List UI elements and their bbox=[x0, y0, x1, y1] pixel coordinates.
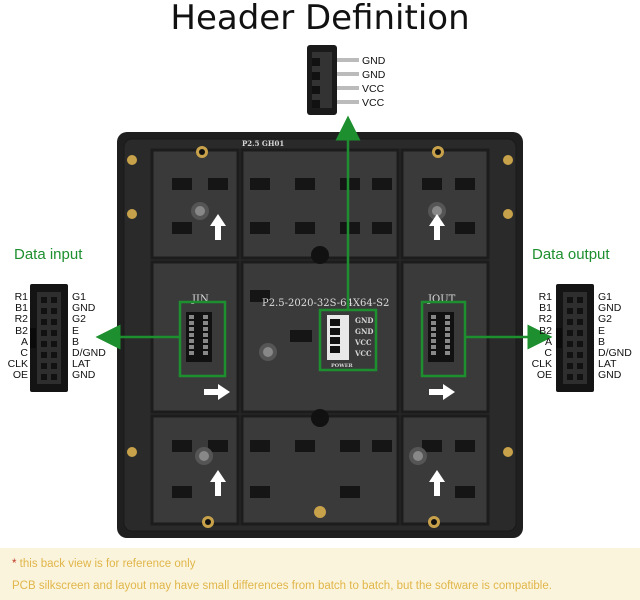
note-line-1: * this back view is for reference only bbox=[12, 558, 195, 570]
output-pin-gnd-2: GND bbox=[598, 369, 622, 382]
power-pin-1: GND bbox=[362, 55, 386, 67]
power-silk-pin-3: VCC bbox=[354, 338, 372, 347]
output-pin-a: A bbox=[544, 335, 552, 348]
output-pin-g2: G2 bbox=[598, 313, 613, 326]
output-pin-d-gnd: D/GND bbox=[598, 347, 632, 360]
input-pin-r1: R1 bbox=[14, 291, 28, 303]
output-pin-b: B bbox=[598, 335, 606, 348]
jin-highlight bbox=[178, 300, 227, 378]
jout-highlight bbox=[420, 300, 467, 378]
output-pin-gnd-1: GND bbox=[598, 302, 622, 315]
power-pin-3: VCC bbox=[362, 83, 385, 95]
jin-header bbox=[186, 312, 212, 362]
jin-silk: JIN bbox=[191, 294, 209, 305]
power-silk-pin-2: GND bbox=[355, 327, 373, 336]
page-title: Header Definition bbox=[170, 0, 470, 38]
model-silk: P2.5-2020-32S-64X64-S2 bbox=[262, 298, 389, 309]
note-box: * this back view is for reference only P… bbox=[0, 548, 640, 600]
power-silk-pin-1: GND bbox=[355, 316, 373, 325]
power-silk-label: POWER bbox=[331, 363, 354, 369]
power-silk-pin-4: VCC bbox=[354, 349, 372, 358]
input-pin-g2: G2 bbox=[72, 313, 87, 326]
output-pin-c: C bbox=[544, 347, 552, 360]
output-pin-clk: CLK bbox=[531, 358, 552, 371]
input-pin-e: E bbox=[72, 324, 80, 337]
data-input-right-pins: G1 GND G2 E B D/GND LAT GND bbox=[72, 291, 106, 382]
output-pin-oe: OE bbox=[536, 369, 552, 382]
power-header-connector bbox=[307, 45, 359, 115]
diagram-canvas: P2.5 GH01 P2.5-2020-32S-64X64-S2 JIN JOU… bbox=[30, 45, 594, 538]
data-output-right-pins: G1 GND G2 E B D/GND LAT GND bbox=[598, 291, 632, 382]
input-pin-a: A bbox=[20, 335, 28, 348]
input-pin-gnd-2: GND bbox=[72, 369, 96, 382]
output-pin-g1: G1 bbox=[598, 291, 613, 303]
power-pin-2: GND bbox=[362, 69, 386, 81]
top-silk: P2.5 GH01 bbox=[242, 139, 284, 148]
input-pin-b1: B1 bbox=[15, 302, 28, 315]
data-input-label: Data input bbox=[14, 246, 83, 263]
input-pin-g1: G1 bbox=[72, 291, 87, 303]
input-pin-d-gnd: D/GND bbox=[72, 347, 106, 360]
input-pin-r2: R2 bbox=[14, 313, 28, 326]
data-output-label: Data output bbox=[532, 246, 610, 263]
output-pin-lat: LAT bbox=[598, 358, 617, 371]
output-pin-r2: R2 bbox=[538, 313, 552, 326]
input-pin-b: B bbox=[72, 335, 80, 348]
data-input-left-pins: R1 B1 R2 B2 A C CLK OE bbox=[0, 291, 28, 382]
note-line-2: PCB silkscreen and layout may have small… bbox=[12, 580, 552, 592]
output-pin-b2: B2 bbox=[539, 324, 552, 337]
input-pin-gnd-1: GND bbox=[72, 302, 96, 315]
input-pin-clk: CLK bbox=[7, 358, 28, 371]
note-line-1-text: * this back view is for reference only bbox=[12, 558, 196, 570]
board-power-connector bbox=[327, 315, 349, 360]
jout-silk: JOUT bbox=[427, 294, 456, 305]
output-pin-b1: B1 bbox=[539, 302, 552, 315]
power-header-pins: GND GND VCC VCC bbox=[362, 54, 385, 110]
input-pin-c: C bbox=[20, 347, 28, 360]
power-pin-4: VCC bbox=[362, 97, 385, 109]
input-pin-lat: LAT bbox=[72, 358, 91, 371]
input-pin-oe: OE bbox=[12, 369, 28, 382]
input-pin-b2: B2 bbox=[15, 324, 28, 337]
data-output-left-pins: R1 B1 R2 B2 A C CLK OE bbox=[524, 291, 552, 382]
output-pin-e: E bbox=[598, 324, 606, 337]
jout-header bbox=[428, 312, 454, 362]
data-input-connector bbox=[30, 284, 68, 392]
data-output-connector bbox=[556, 284, 594, 392]
output-pin-r1: R1 bbox=[538, 291, 552, 303]
